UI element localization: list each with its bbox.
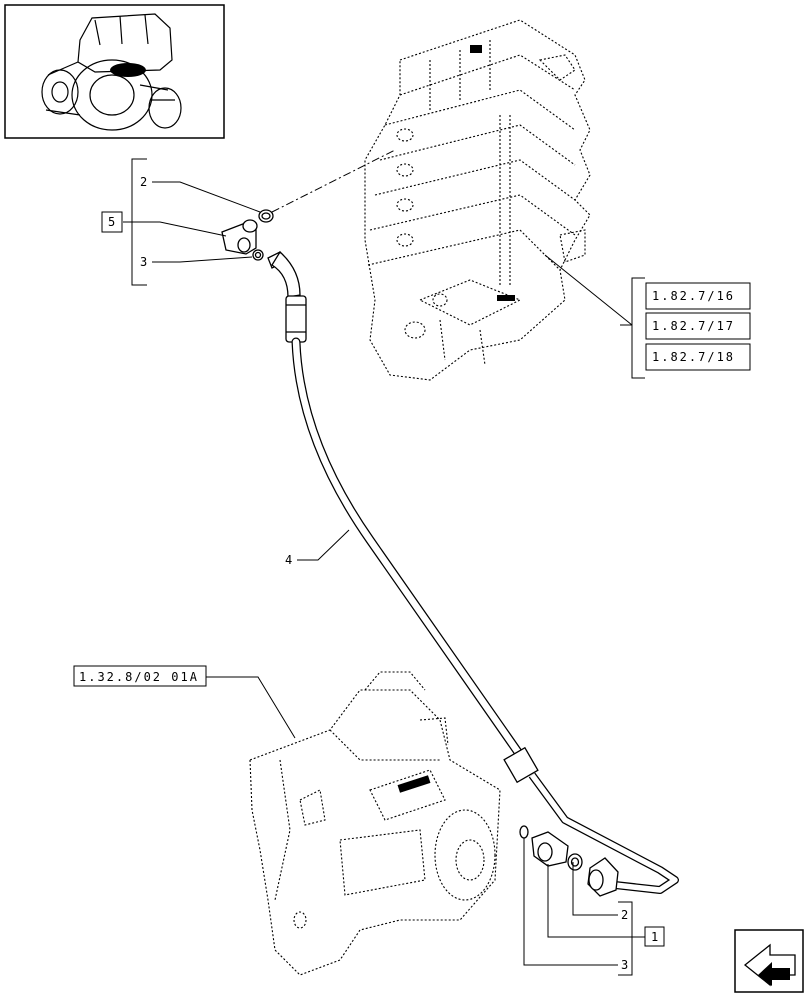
seal-ring-lower-3 [519,825,529,839]
alignment-line [271,149,396,213]
tractor-thumbnail-icon[interactable] [4,4,225,139]
valve-reference-link-3[interactable]: 1.82.7/18 [645,343,751,371]
pump-brand-plate [397,775,431,793]
control-valve-assembly [364,19,591,381]
svg-text:1.82.7/16: 1.82.7/16 [652,289,735,303]
callout-4-pipe: 4 [285,553,292,567]
pump-reference-link[interactable]: 1.32.8/02 01A [73,665,207,687]
valve-logo-plate [497,295,515,301]
valve-reference-link-1[interactable]: 1.82.7/16 [645,282,751,310]
svg-text:1.82.7/18: 1.82.7/18 [652,350,735,364]
valve-reference-link-2[interactable]: 1.82.7/17 [645,312,751,340]
svg-text:1.82.7/17: 1.82.7/17 [652,319,735,333]
callout-1-lower: 1 [651,930,658,944]
group-brackets [131,158,645,976]
hydraulic-pipe-4 [291,337,679,894]
svg-text:1.32.8/02 01A: 1.32.8/02 01A [79,670,199,684]
next-page-arrow-icon[interactable] [734,929,804,993]
valve-label-plate [470,45,482,53]
hydraulic-pump [249,671,501,976]
callout-1-box [644,926,665,947]
callout-3-upper: 3 [140,255,147,269]
callout-5-box [101,211,123,233]
callout-5-upper: 5 [108,215,115,229]
callout-3-lower: 3 [621,958,628,972]
upper-fittings [221,209,274,261]
callout-2-lower: 2 [621,908,628,922]
callout-2-upper: 2 [140,175,147,189]
lower-fittings [519,825,619,897]
leader-lines [123,181,645,966]
upper-pipe-end [267,250,307,343]
